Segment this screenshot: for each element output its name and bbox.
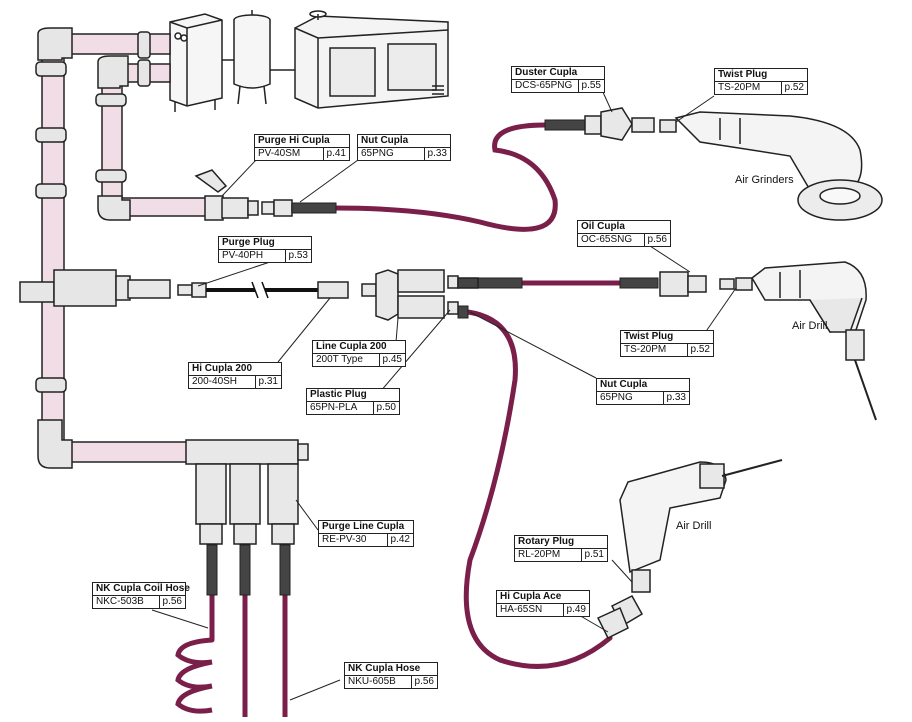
callout-model: TS-20PM [624, 344, 667, 355]
duster-cupla-fitting [584, 107, 655, 141]
callout-title: Nut Cupla [597, 379, 689, 392]
callout-title: Line Cupla 200 [313, 341, 405, 354]
callout-nk-coil-hose: NK Cupla Coil Hose NKC-503B p.56 [92, 582, 190, 609]
hi-cupla-ace-fitting [596, 595, 644, 640]
callout-line-cupla: Line Cupla 200 200T Type p.45 [312, 340, 406, 367]
callout-title: Purge Line Cupla [319, 521, 413, 534]
callout-model: TS-20PM [718, 82, 761, 93]
callout-hi-cupla-ace: Hi Cupla Ace HA-65SN p.49 [496, 590, 590, 617]
callout-title: Hi Cupla 200 [189, 363, 281, 376]
callout-page: p.52 [780, 82, 804, 94]
callout-model: RL-20PM [518, 549, 561, 560]
callout-title: Oil Cupla [578, 221, 670, 234]
tool-label-air-drill-right: Air Drill [792, 320, 828, 332]
hi-cupla-200-fitting [317, 281, 349, 299]
callout-page: p.56 [158, 596, 182, 608]
callout-model: 65PNG [361, 148, 394, 159]
callout-title: Plastic Plug [307, 389, 399, 402]
callout-page: p.52 [686, 344, 710, 356]
tool-label-air-grinders: Air Grinders [735, 174, 794, 186]
air-drill-bottom [619, 459, 783, 593]
callout-plastic-plug: Plastic Plug 65PN-PLA p.50 [306, 388, 400, 415]
callout-page: p.31 [254, 376, 278, 388]
tool-label-air-drill-bottom: Air Drill [676, 520, 712, 532]
callout-title: Purge Plug [219, 237, 311, 250]
hose-spring-guards [206, 119, 659, 596]
callout-hi-cupla-200: Hi Cupla 200 200-40SH p.31 [188, 362, 282, 389]
callout-title: Twist Plug [715, 69, 807, 82]
purge-plug-fitting [127, 279, 207, 299]
callout-purge-line-cupla: Purge Line Cupla RE-PV-30 p.42 [318, 520, 414, 547]
callout-model: PV-40SM [258, 148, 301, 159]
callout-model: NKU-605B [348, 676, 396, 687]
callout-model: RE-PV-30 [322, 534, 367, 545]
manifold [185, 439, 309, 545]
callout-model: 200T Type [316, 354, 363, 365]
callout-nut-cupla-top: Nut Cupla 65PNG p.33 [357, 134, 451, 161]
callout-model: 65PNG [600, 392, 633, 403]
callout-page: p.33 [662, 392, 686, 404]
callout-model: DCS-65PNG [515, 80, 573, 91]
callout-page: p.45 [378, 354, 402, 366]
callout-twist-plug-top: Twist Plug TS-20PM p.52 [714, 68, 808, 95]
callout-page: p.51 [580, 549, 604, 561]
callout-page: p.56 [643, 234, 667, 246]
callout-title: Twist Plug [621, 331, 713, 344]
oil-cupla-fitting [659, 271, 735, 297]
callout-model: HA-65SN [500, 604, 543, 615]
callout-page: p.41 [322, 148, 346, 160]
callout-title: Purge Hi Cupla [255, 135, 349, 148]
purge-hi-cupla-fitting [194, 169, 259, 221]
air-grinder [659, 111, 883, 221]
callout-duster-cupla: Duster Cupla DCS-65PNG p.55 [511, 66, 605, 93]
callout-rotary-plug: Rotary Plug RL-20PM p.51 [514, 535, 608, 562]
callout-title: NK Cupla Coil Hose [93, 583, 190, 596]
callout-model: 65PN-PLA [310, 402, 358, 413]
callout-nut-cupla-mid: Nut Cupla 65PNG p.33 [596, 378, 690, 405]
coil-hose [175, 637, 213, 714]
pipe-fittings [19, 27, 151, 469]
callout-page: p.56 [410, 676, 434, 688]
callout-model: PV-40PH [222, 250, 264, 261]
callout-model: 200-40SH [192, 376, 238, 387]
callout-title: Nut Cupla [358, 135, 450, 148]
air-drill-right [735, 261, 877, 421]
line-cupla-fitting [361, 269, 479, 321]
callout-oil-cupla: Oil Cupla OC-65SNG p.56 [577, 220, 671, 247]
callout-page: p.50 [372, 402, 396, 414]
compressor-unit [169, 10, 449, 112]
hose-break [251, 281, 269, 299]
callout-page: p.53 [284, 250, 308, 262]
callout-page: p.55 [577, 80, 601, 92]
callout-twist-plug-mid: Twist Plug TS-20PM p.52 [620, 330, 714, 357]
callout-title: Rotary Plug [515, 536, 607, 549]
callout-title: NK Cupla Hose [345, 663, 437, 676]
callout-model: OC-65SNG [581, 234, 633, 245]
callout-nk-hose: NK Cupla Hose NKU-605B p.56 [344, 662, 438, 689]
callout-page: p.33 [423, 148, 447, 160]
callout-title: Duster Cupla [512, 67, 604, 80]
callout-page: p.42 [386, 534, 410, 546]
callout-purge-plug: Purge Plug PV-40PH p.53 [218, 236, 312, 263]
callout-page: p.49 [562, 604, 586, 616]
callout-model: NKC-503B [96, 596, 144, 607]
callout-purge-hi-cupla: Purge Hi Cupla PV-40SM p.41 [254, 134, 350, 161]
callout-title: Hi Cupla Ace [497, 591, 589, 604]
